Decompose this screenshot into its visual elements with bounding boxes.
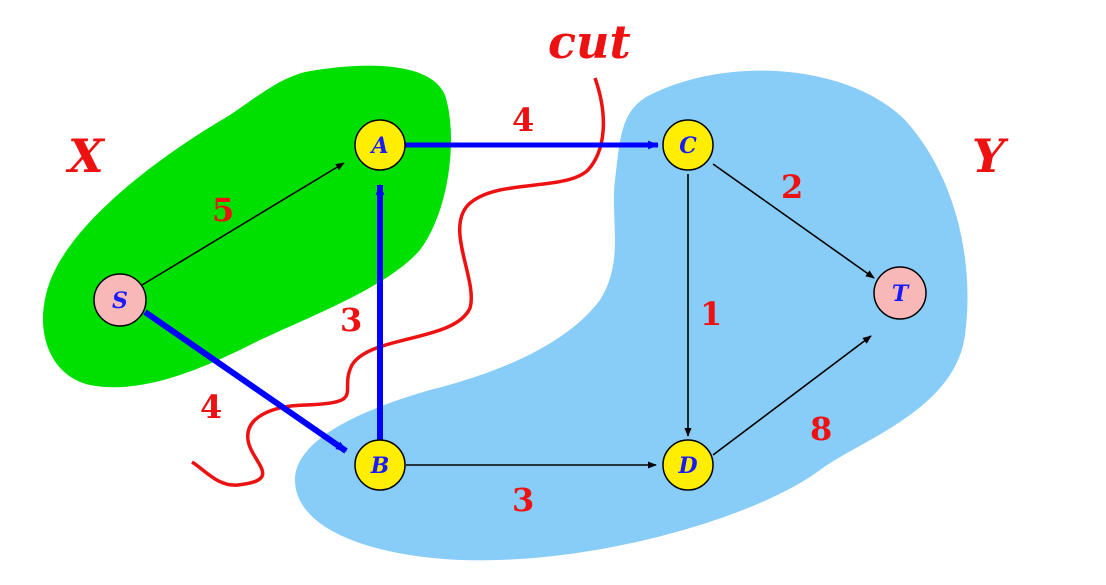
edge-s-b (143, 309, 348, 454)
edge-label-s-a: 5 (212, 191, 234, 229)
cut-label: cut (548, 15, 631, 69)
edge-label-b-d: 3 (512, 481, 534, 519)
edge-d-t (712, 335, 872, 456)
node-s-label: S (112, 288, 128, 314)
edge-label-c-t: 2 (781, 168, 803, 206)
set-x-label: X (65, 129, 106, 183)
edge-label-b-a: 3 (340, 301, 362, 339)
node-b: B (354, 439, 406, 491)
node-t-label: T (892, 281, 910, 307)
node-t: T (873, 266, 927, 320)
node-c: C (662, 119, 714, 171)
node-a-label: A (369, 133, 388, 159)
set-y-region (295, 70, 968, 561)
set-y-label: Y (972, 129, 1009, 183)
cut-curve (191, 77, 606, 487)
edge-label-c-d: 1 (700, 295, 722, 333)
node-d: D (662, 439, 714, 491)
edge-c-t (712, 163, 875, 279)
edge-label-a-c: 4 (512, 101, 534, 139)
node-c-label: C (679, 133, 697, 159)
node-b-label: B (370, 453, 390, 479)
edge-s-a (141, 162, 345, 286)
edge-label-d-t: 8 (810, 410, 832, 448)
edge-label-s-b: 4 (200, 388, 222, 426)
node-a: A (354, 119, 406, 171)
node-d-label: D (677, 453, 697, 479)
node-s: S (93, 273, 147, 327)
set-x-region (42, 65, 452, 388)
